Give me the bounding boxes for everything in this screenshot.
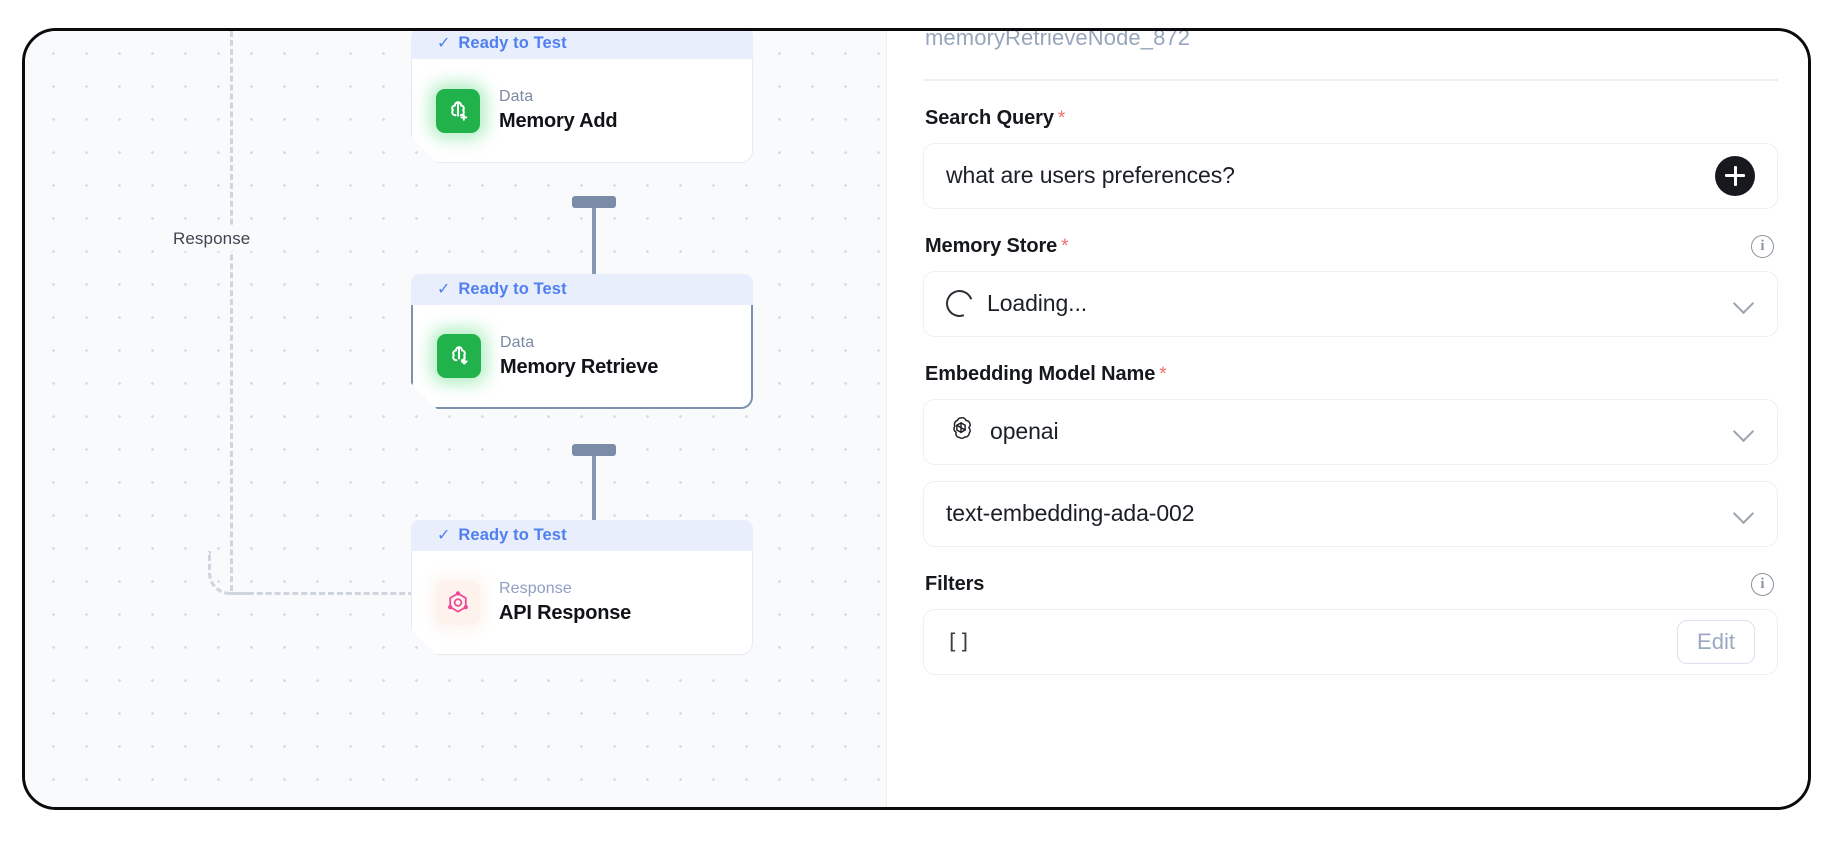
add-variable-button[interactable] (1715, 155, 1755, 196)
response-edge-horizontal (230, 592, 432, 595)
node-meta: Response API Response (499, 580, 631, 625)
edge-handle-source[interactable] (572, 196, 616, 208)
filters-value: [] (946, 629, 972, 654)
loading-spinner-icon (941, 285, 978, 322)
check-icon: ✓ (437, 280, 451, 298)
field-label: Filters (925, 572, 985, 595)
check-icon: ✓ (437, 34, 451, 52)
node-api-response[interactable]: ✓ Ready to Test Response API Response (411, 520, 753, 655)
node-status-label: Ready to Test (458, 280, 567, 298)
node-title-label: Memory Retrieve (500, 355, 659, 378)
api-response-icon (436, 581, 480, 625)
required-marker: * (1159, 363, 1167, 385)
node-status-banner: ✓ Ready to Test (411, 31, 753, 59)
edge-line (592, 449, 596, 541)
node-status-banner: ✓ Ready to Test (411, 274, 753, 305)
response-edge-corner (208, 551, 252, 595)
node-kind-label: Data (500, 333, 535, 351)
memory-store-select[interactable]: Loading... (923, 270, 1778, 337)
field-label-group: Filters (925, 573, 984, 596)
embedding-provider-select[interactable]: openai (923, 398, 1778, 465)
node-status-banner: ✓ Ready to Test (411, 520, 753, 551)
memory-store-value: Loading... (987, 290, 1088, 316)
field-label-row: Search Query* (923, 107, 1778, 130)
app-window: Response ✓ Ready to Test (22, 28, 1811, 810)
node-body[interactable]: Response API Response (411, 551, 753, 655)
field-embedding-model-name: Embedding Model Name* openai text-embedd… (923, 363, 1778, 547)
response-edge-vertical (230, 31, 233, 591)
field-filters: Filters i [] Edit (923, 572, 1778, 675)
node-kind-label: Response (499, 580, 572, 597)
edge-handle-source[interactable] (572, 444, 616, 456)
field-label-row: Embedding Model Name* (923, 363, 1778, 386)
node-meta: Data Memory Add (499, 88, 617, 133)
field-label-group: Search Query* (925, 107, 1065, 130)
field-memory-store: Memory Store* i Loading... (923, 234, 1778, 337)
field-label-row: Memory Store* i (923, 234, 1778, 258)
brain-retrieve-icon (437, 334, 481, 378)
field-label: Memory Store (925, 234, 1058, 257)
node-kind-label: Data (499, 88, 534, 105)
required-marker: * (1057, 107, 1066, 129)
node-body[interactable]: Data Memory Retrieve (411, 305, 753, 409)
search-query-value: what are users preferences? (946, 162, 1235, 188)
panel-divider (923, 79, 1778, 81)
node-properties-panel[interactable]: memoryRetrieveNode_872 Search Query* wha… (886, 31, 1808, 807)
node-id-label: memoryRetrieveNode_872 (925, 31, 1191, 50)
field-label-group: Memory Store* (925, 235, 1069, 258)
chevron-down-icon[interactable] (1733, 293, 1755, 315)
field-label-row: Filters i (923, 572, 1778, 596)
check-icon: ✓ (437, 526, 451, 544)
embedding-model-select[interactable]: text-embedding-ada-002 (923, 480, 1778, 547)
node-status-label: Ready to Test (458, 34, 567, 52)
embedding-provider-value: openai (990, 418, 1059, 444)
chevron-down-icon[interactable] (1733, 503, 1755, 525)
embedding-model-value: text-embedding-ada-002 (946, 500, 1195, 526)
field-label: Embedding Model Name (925, 362, 1156, 385)
node-title-label: Memory Add (499, 110, 618, 132)
search-query-input[interactable]: what are users preferences? (923, 142, 1778, 209)
node-status-label: Ready to Test (458, 526, 567, 544)
filters-input[interactable]: [] Edit (923, 608, 1778, 675)
required-marker: * (1061, 235, 1069, 257)
chevron-down-icon[interactable] (1733, 421, 1755, 443)
field-label-group: Embedding Model Name* (925, 363, 1167, 386)
node-memory-retrieve[interactable]: ✓ Ready to Test Data Memory Retrieve (411, 274, 753, 409)
brain-add-icon (436, 89, 480, 133)
node-memory-add[interactable]: ✓ Ready to Test Data Memory Add (411, 31, 753, 163)
node-title-label: API Response (499, 602, 632, 624)
info-icon[interactable]: i (1751, 234, 1774, 258)
info-icon[interactable]: i (1751, 572, 1774, 596)
edge-line (592, 201, 596, 297)
edge-label-response: Response (167, 227, 257, 251)
flow-canvas[interactable]: Response ✓ Ready to Test (25, 31, 886, 807)
field-search-query: Search Query* what are users preferences… (923, 107, 1778, 209)
node-meta: Data Memory Retrieve (500, 334, 658, 379)
openai-icon (946, 414, 976, 449)
field-label: Search Query (925, 106, 1054, 129)
filters-edit-button[interactable]: Edit (1677, 619, 1755, 664)
node-body[interactable]: Data Memory Add (411, 59, 753, 163)
